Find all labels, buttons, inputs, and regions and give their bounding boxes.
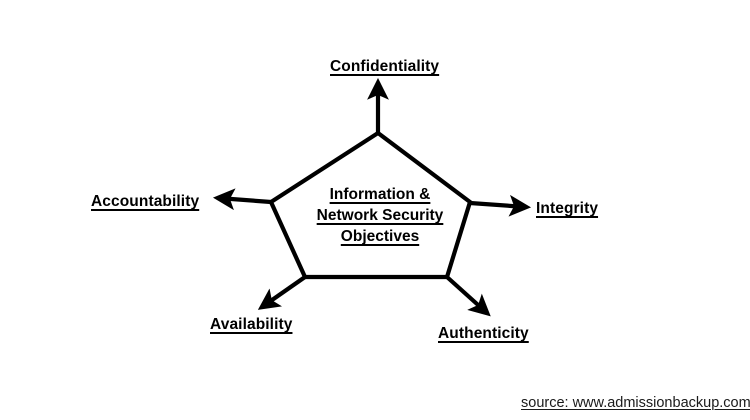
arrow-authenticity — [445, 275, 491, 317]
source-credit: source: www.admissionbackup.com — [521, 395, 750, 411]
center-node-label: Information & Network Security Objective… — [289, 184, 471, 247]
arrow-accountability — [212, 188, 272, 211]
node-label-availability: Availability — [210, 316, 293, 333]
arrow-availability — [257, 275, 307, 310]
center-label-line-2: Network Security — [316, 207, 444, 224]
center-label-line-3: Objectives — [340, 228, 420, 245]
arrow-integrity — [469, 194, 532, 217]
node-label-authenticity: Authenticity — [438, 325, 529, 342]
node-label-confidentiality: Confidentiality — [330, 58, 440, 75]
center-label-line-1: Information & — [329, 186, 431, 203]
node-label-integrity: Integrity — [536, 200, 599, 217]
pentagon-shape — [268, 130, 473, 280]
node-label-accountability: Accountability — [91, 193, 200, 210]
